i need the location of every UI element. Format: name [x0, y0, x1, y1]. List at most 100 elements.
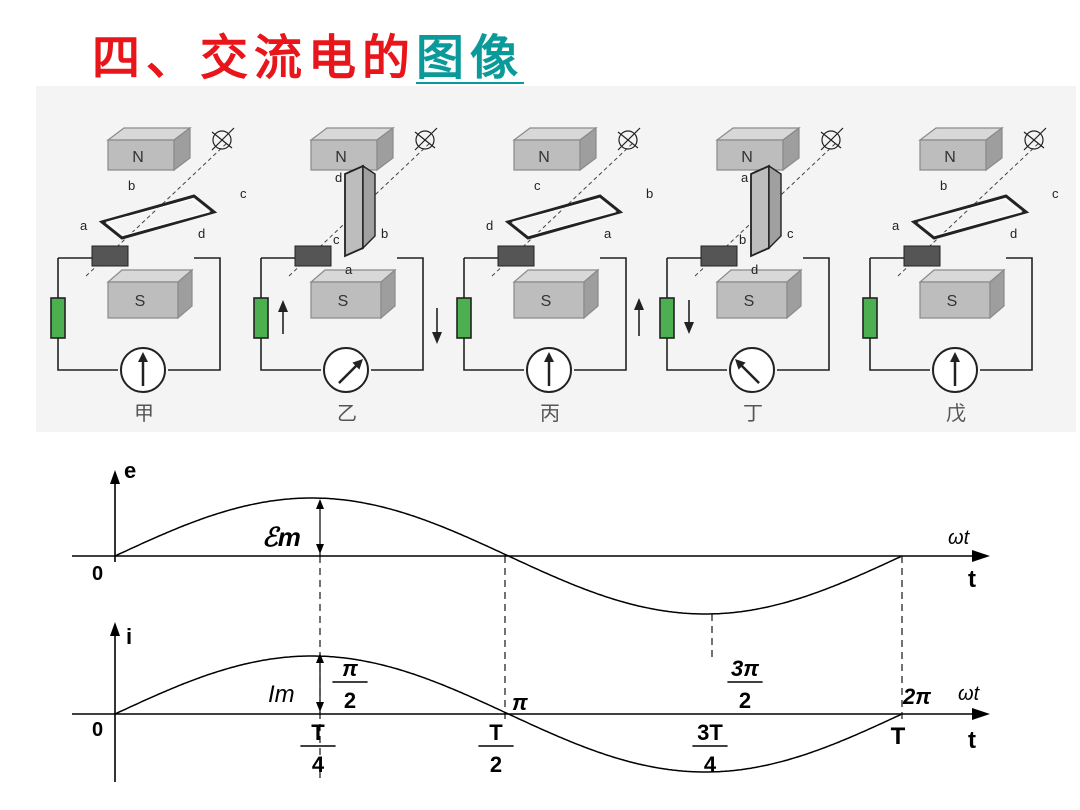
- coil-label: a: [604, 226, 612, 241]
- coil-side: [362, 164, 376, 250]
- slip-rings: [903, 245, 941, 267]
- coil: [344, 164, 364, 258]
- time-tick-half-num: T: [489, 720, 503, 745]
- e-curve: [114, 497, 902, 615]
- coil-label: b: [940, 178, 947, 193]
- time-tick-three-quarter: 3T4: [692, 720, 728, 777]
- slide-title: 四、交流电的图像: [92, 18, 524, 88]
- time-tick-full: T: [891, 723, 906, 750]
- coil: [910, 194, 1030, 240]
- coil-label: b: [381, 226, 388, 241]
- rotation-axis: [897, 141, 1041, 277]
- resistor: [50, 297, 66, 339]
- circuit-wire-right: [980, 257, 1033, 371]
- time-tick-half: T2: [478, 720, 514, 777]
- south-pole-label: S: [744, 293, 755, 310]
- north-pole-label: N: [335, 149, 347, 166]
- current-arrow-up: [634, 298, 644, 336]
- time-tick-three-quarter-num: 3T: [697, 720, 723, 745]
- phase-tick-three-quarter: 3π2: [727, 656, 763, 713]
- coil-label: c: [534, 178, 541, 193]
- north-pole-side: [782, 126, 800, 172]
- i-curve: [114, 655, 902, 773]
- south-pole-label: S: [541, 293, 552, 310]
- time-tick-quarter: T4: [300, 720, 336, 777]
- south-pole-label: S: [135, 293, 146, 310]
- north-pole-side: [579, 126, 597, 172]
- circuit-wire-left: [666, 258, 727, 371]
- coil-side: [768, 164, 782, 250]
- rotation-axis: [491, 141, 635, 277]
- e-y-label: e: [124, 458, 136, 483]
- phase-tick-half: π: [512, 690, 528, 715]
- title-main: 四、交流电的: [92, 30, 417, 86]
- coil-label: a: [741, 170, 749, 185]
- circuit-wire-right: [574, 257, 627, 371]
- circuit-wire-left: [260, 258, 321, 371]
- north-pole-label: N: [741, 149, 753, 166]
- coil-label: a: [80, 218, 88, 233]
- time-tick-three-quarter-den: 4: [704, 752, 717, 777]
- south-pole-side: [786, 268, 802, 320]
- slip-rings: [91, 245, 129, 267]
- e-amplitude-arrow-down: [316, 544, 324, 554]
- phase-tick-quarter: π2: [332, 656, 368, 713]
- coil-inner: [917, 198, 1023, 236]
- coil: [98, 194, 218, 240]
- phase-tick-three-quarter-den: 2: [739, 688, 751, 713]
- galvanometer-needle: [950, 352, 960, 386]
- coil: [750, 164, 770, 258]
- north-pole-front: [716, 139, 784, 171]
- orientation-glyph: [1023, 127, 1047, 151]
- galvanometer: [729, 347, 775, 393]
- north-pole-label: N: [538, 149, 550, 166]
- current-arrow-down: [432, 308, 442, 344]
- circuit-wire-right: [777, 257, 830, 371]
- resistor: [659, 297, 675, 339]
- south-pole-side: [177, 268, 193, 320]
- circuit-wire-left: [869, 258, 930, 371]
- south-pole-side: [380, 268, 396, 320]
- north-pole-front: [310, 139, 378, 171]
- circuit-wire-right: [371, 257, 424, 371]
- coil-label: c: [240, 186, 247, 201]
- rotation-axis: [85, 141, 229, 277]
- i-t-label: t: [968, 727, 976, 754]
- e-graph: e ωt t 0 ℰm: [72, 458, 990, 660]
- i-amplitude-arrow-up: [316, 653, 324, 663]
- coil-label: b: [739, 232, 746, 247]
- north-pole-label: N: [944, 149, 956, 166]
- current-arrow-up: [278, 300, 288, 334]
- orientation-glyph: [820, 127, 844, 151]
- galvanometer-needle: [138, 352, 148, 386]
- coil-label: c: [333, 232, 340, 247]
- e-amplitude-label: ℰm: [262, 522, 301, 552]
- south-pole-label: S: [338, 293, 349, 310]
- coil-label: a: [345, 262, 353, 277]
- e-t-label: t: [968, 566, 976, 593]
- i-amplitude-arrow-down: [316, 702, 324, 712]
- coil-label: b: [646, 186, 653, 201]
- i-omega-label: ωt: [958, 683, 981, 705]
- south-pole-label: S: [947, 293, 958, 310]
- coil-inner: [511, 198, 617, 236]
- resistor: [456, 297, 472, 339]
- south-pole-front: [513, 281, 585, 319]
- panel-caption: 丁: [743, 403, 763, 425]
- phase-tick-quarter-den: 2: [344, 688, 356, 713]
- north-pole-side: [376, 126, 394, 172]
- galvanometer-needle: [338, 359, 363, 384]
- e-origin-label: 0: [92, 563, 103, 585]
- time-tick-half-den: 2: [490, 752, 502, 777]
- orientation-glyph: [617, 127, 641, 151]
- galvanometer-needle: [735, 359, 760, 384]
- e-amplitude-arrow-up: [316, 499, 324, 509]
- title-highlight: 图像: [416, 30, 525, 86]
